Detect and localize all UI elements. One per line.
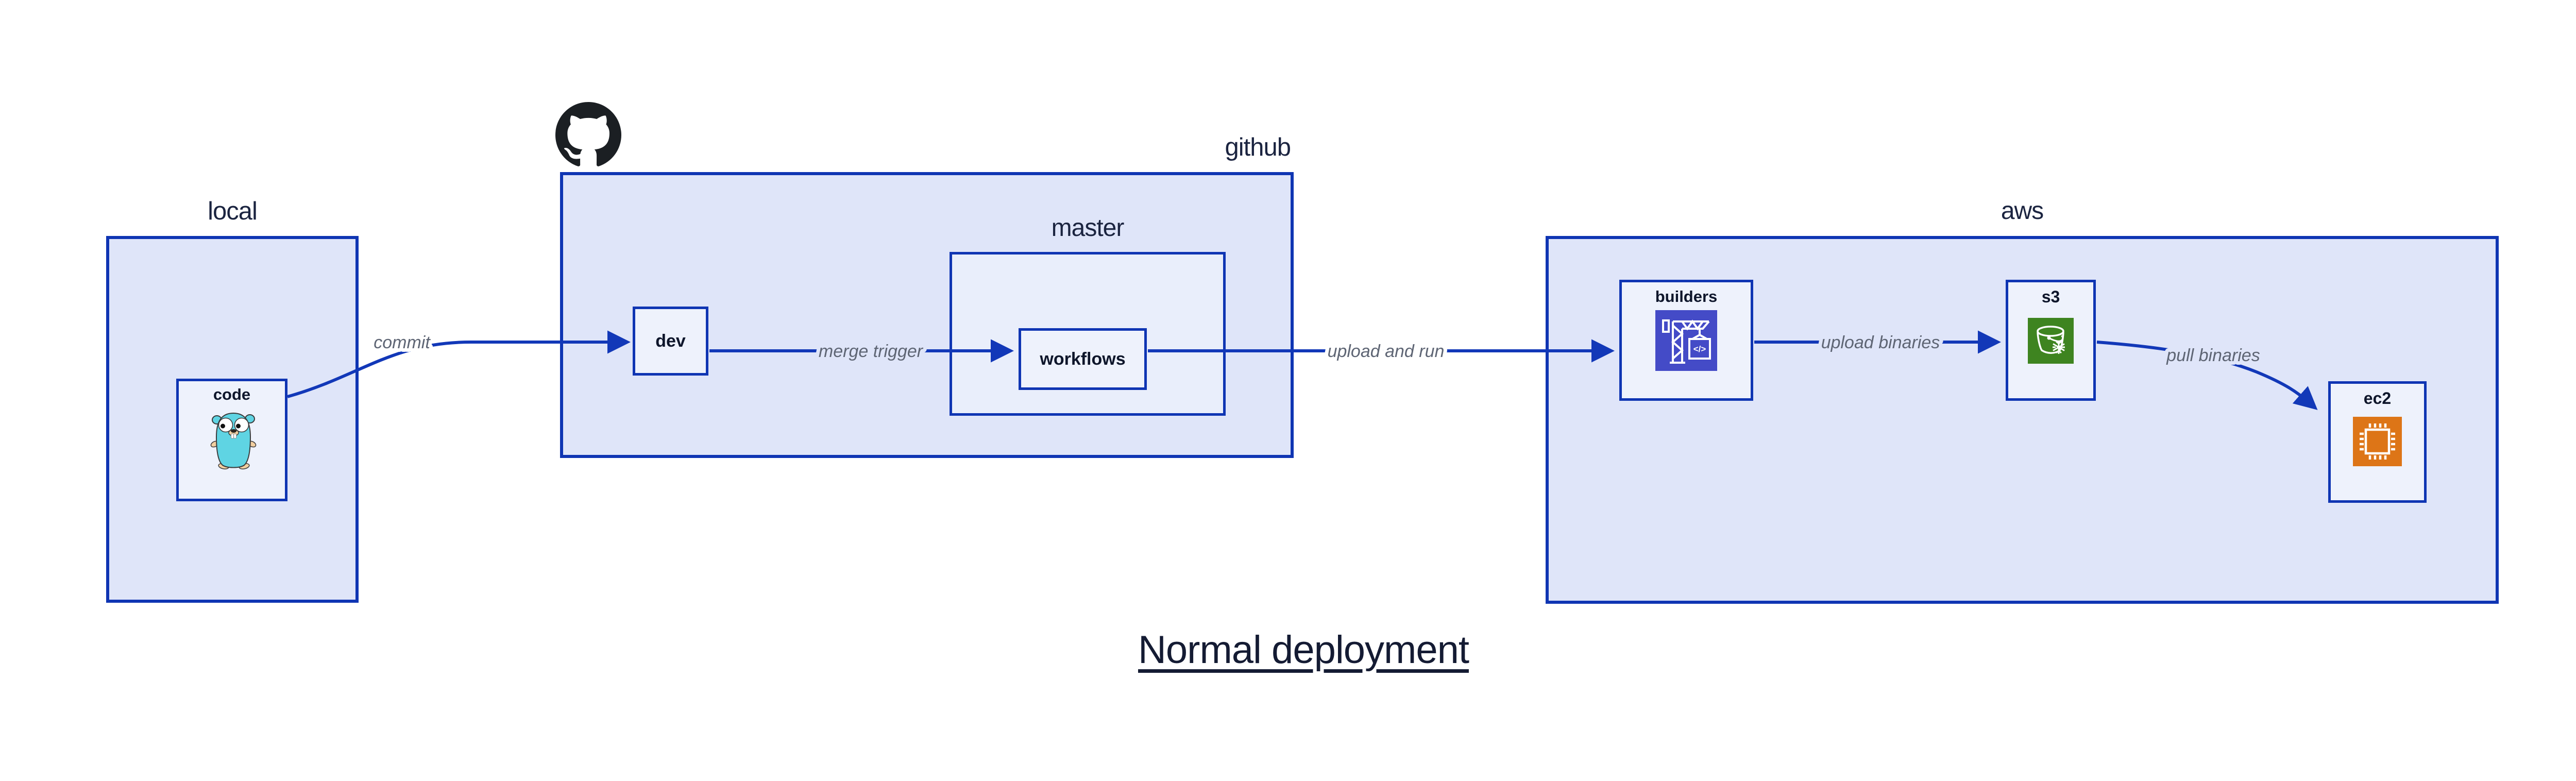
github-octocat-icon — [555, 102, 621, 166]
aws-group-label: aws — [2001, 197, 2044, 225]
codebuild-code-glyph: </> — [1693, 344, 1706, 354]
node-builders-label: builders — [1655, 287, 1718, 305]
node-code-label: code — [213, 385, 251, 403]
glacier-bucket-icon — [2028, 318, 2074, 364]
node-workflows — [1019, 328, 1147, 390]
node-dev — [633, 307, 708, 376]
node-workflows-label: workflows — [1040, 349, 1126, 369]
node-s3-label: s3 — [2041, 287, 2060, 306]
node-dev-label: dev — [655, 331, 686, 351]
master-group-label: master — [1051, 214, 1125, 242]
edge-commit-label: commit — [374, 333, 431, 352]
go-gopher-icon — [210, 412, 257, 470]
node-ec2-label: ec2 — [2363, 389, 2392, 408]
edge-upload-and-run-label: upload and run — [1328, 342, 1445, 361]
github-group-label: github — [1225, 133, 1291, 161]
local-group-label: local — [208, 197, 258, 225]
codebuild-crane-icon: </> — [1655, 310, 1717, 371]
ec2-chip-icon — [2353, 417, 2402, 466]
diagram-title: Normal deployment — [1138, 628, 1469, 672]
